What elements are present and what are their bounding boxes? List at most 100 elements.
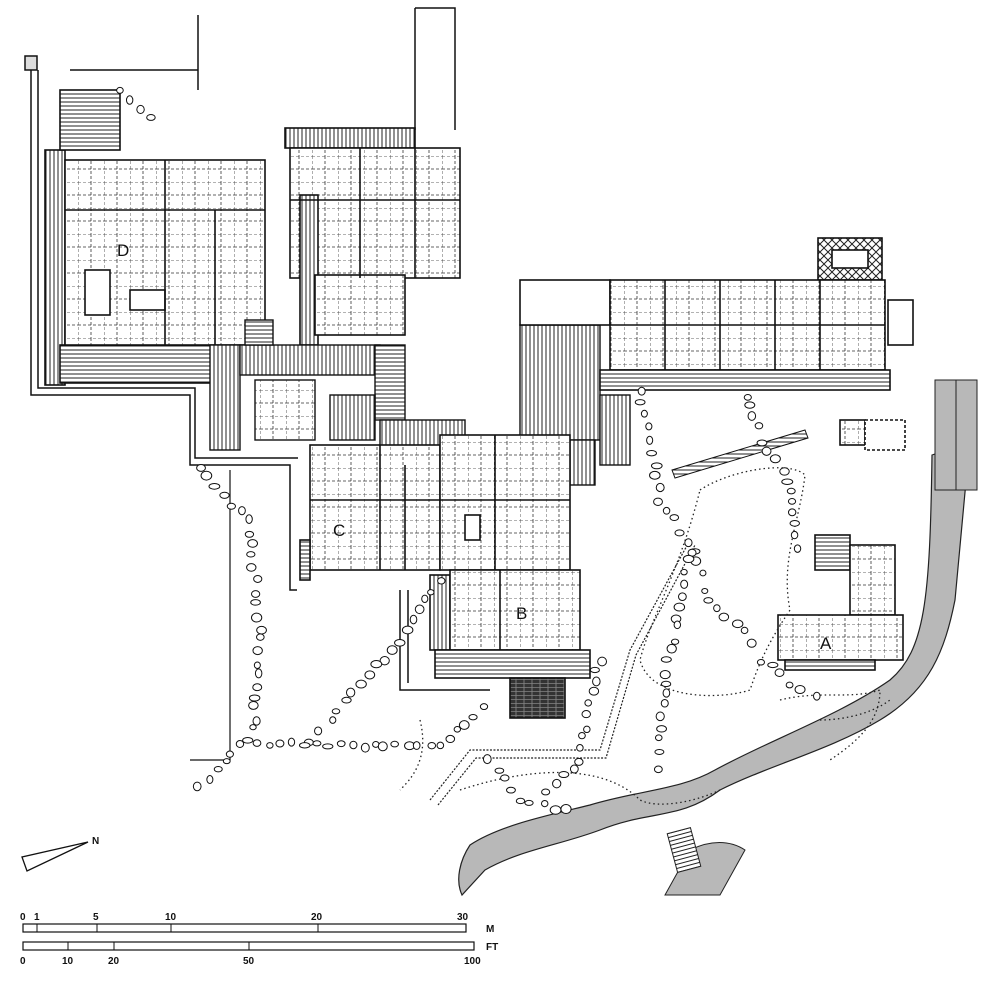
- stepping-stone: [588, 686, 600, 696]
- river-lower-branch: [664, 842, 746, 896]
- stepping-stone: [298, 742, 311, 749]
- stepping-stone: [660, 680, 672, 688]
- stepping-stone: [549, 805, 562, 815]
- stepping-stone: [479, 703, 489, 711]
- stepping-stone: [774, 668, 785, 677]
- stepping-stone: [746, 638, 757, 648]
- label-b: B: [516, 604, 527, 623]
- stepping-stone: [767, 661, 779, 669]
- stepping-stone: [248, 701, 259, 710]
- stepping-stone: [653, 765, 663, 774]
- stepping-stone: [453, 726, 462, 733]
- scale-m-tick: 0: [20, 912, 26, 923]
- stepping-stone: [583, 725, 591, 734]
- stepping-stone: [552, 778, 562, 789]
- stepping-stone: [500, 774, 510, 782]
- stepping-stone: [515, 797, 526, 805]
- stepping-stone: [329, 716, 337, 724]
- river: [458, 451, 969, 897]
- stepping-stone: [761, 446, 772, 456]
- stepping-stone: [251, 590, 261, 598]
- stepping-stone: [252, 716, 261, 726]
- stepping-stone: [653, 497, 663, 506]
- stepping-stone: [247, 539, 259, 548]
- building-b: [429, 569, 591, 719]
- scale-ft-unit: FT: [486, 942, 498, 953]
- stepping-stone: [246, 551, 256, 558]
- stepping-stone: [662, 688, 671, 698]
- stepping-stone: [540, 799, 549, 808]
- stepping-stone: [494, 767, 505, 774]
- stepping-stone: [355, 679, 367, 689]
- stepping-stone: [713, 604, 721, 613]
- stepping-stone: [208, 482, 221, 490]
- stepping-stones: [116, 86, 821, 815]
- stepping-stone: [458, 720, 470, 730]
- stepping-stone: [581, 710, 591, 719]
- building-upper-middle: [284, 127, 461, 346]
- scale-m-unit: M: [486, 924, 494, 935]
- stepping-stone: [650, 462, 663, 470]
- stepping-stone: [574, 757, 584, 766]
- stepping-stone: [813, 691, 821, 701]
- stepping-stone: [116, 86, 124, 94]
- stepping-stone: [345, 687, 356, 698]
- stepping-stone: [253, 574, 263, 583]
- stepping-stone: [266, 742, 274, 749]
- scale-bar-imperial: 0 10 20 50 100 FT: [20, 941, 498, 967]
- stepping-stone: [206, 774, 214, 785]
- stepping-stone: [390, 740, 399, 748]
- stepping-stone: [569, 764, 579, 774]
- scale-ft-tick: 50: [243, 956, 255, 967]
- stepping-stone: [414, 604, 425, 615]
- stepping-stone: [253, 661, 261, 669]
- stepping-stone: [219, 491, 230, 499]
- stepping-stone: [427, 589, 435, 596]
- stepping-stone: [360, 742, 370, 753]
- stepping-stone: [654, 748, 665, 755]
- stepping-stone: [578, 731, 586, 740]
- building-a: [777, 534, 904, 671]
- stepping-stone: [287, 737, 296, 747]
- scale-ft-tick: 10: [62, 956, 74, 967]
- scale-ft-tick: 20: [108, 956, 120, 967]
- stepping-stone: [349, 740, 358, 750]
- stepping-stone: [541, 788, 551, 796]
- stepping-stone: [125, 95, 134, 105]
- stepping-stone: [794, 684, 806, 695]
- stepping-stone: [592, 676, 601, 687]
- stepping-stone: [769, 454, 781, 464]
- stepping-stone: [341, 696, 352, 704]
- stepping-stone: [674, 529, 685, 537]
- garden-walls: [24, 7, 490, 761]
- stepping-stone: [254, 668, 263, 679]
- stepping-stone: [250, 599, 261, 606]
- stepping-stone: [680, 568, 688, 576]
- stepping-stone: [756, 658, 765, 666]
- stepping-stone: [673, 602, 686, 612]
- stepping-stone: [226, 502, 236, 510]
- stepping-stone: [656, 725, 667, 733]
- building-east-wing: [519, 237, 914, 451]
- stepping-stone: [701, 587, 709, 595]
- connecting-verandas: [209, 319, 631, 486]
- stepping-stone: [662, 506, 671, 515]
- stepping-stone: [660, 656, 672, 663]
- stepping-stone: [666, 643, 677, 654]
- building-c: [299, 434, 571, 581]
- stepping-stone: [649, 470, 661, 480]
- stepping-stone: [790, 530, 799, 540]
- stepping-stone: [787, 508, 797, 517]
- stepping-stone: [646, 450, 657, 457]
- stepping-stone: [238, 506, 246, 516]
- stepping-stone: [401, 625, 414, 635]
- stepping-stone: [640, 409, 648, 418]
- stepping-stone: [789, 519, 800, 527]
- scale-m-tick: 10: [165, 912, 177, 923]
- stepping-stone: [409, 614, 418, 625]
- stepping-stone: [213, 765, 223, 773]
- scale-bar-metric: 0 1 5 10 20 30 M: [20, 912, 494, 935]
- stepping-stone: [256, 625, 267, 635]
- stepping-stone: [200, 470, 213, 481]
